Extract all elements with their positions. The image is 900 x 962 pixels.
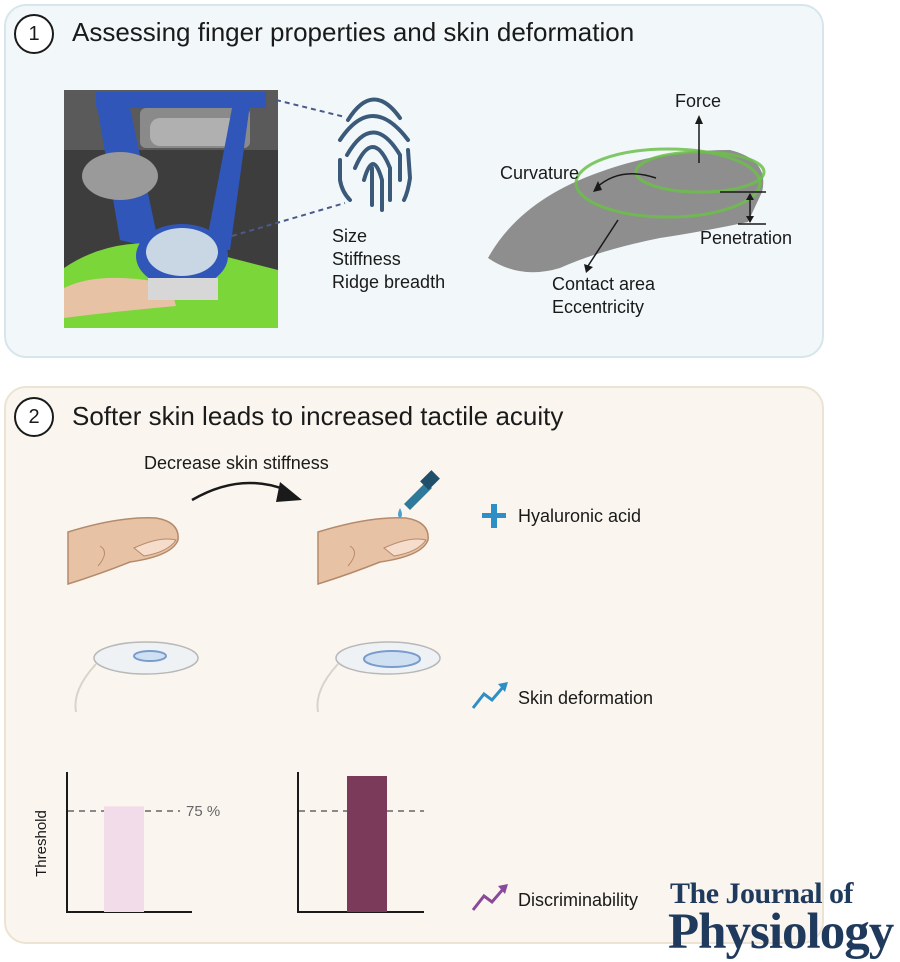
label-curvature: Curvature [500, 163, 580, 183]
legend-discriminability: Discriminability [518, 890, 639, 910]
journal-logo-line1: The Journal of [670, 877, 854, 910]
chart-ylabel: Threshold [32, 810, 50, 877]
label-penetration: Penetration [700, 228, 793, 248]
legend-skin-deformation: Skin deformation [518, 688, 654, 708]
journal-logo-line2: Physiology [668, 904, 894, 960]
panel2-title: Softer skin leads to increased tactile a… [72, 401, 564, 431]
property-ridge-breadth: Ridge breadth [332, 272, 446, 292]
label-eccentricity: Eccentricity [552, 297, 645, 317]
panel-tactile-acuity [4, 386, 824, 944]
label-contact-area: Contact area [552, 274, 656, 294]
property-size: Size [332, 226, 368, 246]
legend-hyaluronic-acid: Hyaluronic acid [518, 506, 642, 526]
threshold-percent-label: 75 % [186, 803, 221, 820]
property-stiffness: Stiffness [332, 249, 401, 269]
step-badge-1: 1 [14, 14, 54, 54]
decrease-stiffness-label: Decrease skin stiffness [144, 453, 329, 473]
label-force: Force [675, 91, 722, 111]
panel1-title: Assessing finger properties and skin def… [72, 17, 635, 47]
panel-finger-properties [4, 4, 824, 358]
step-badge-2: 2 [14, 397, 54, 437]
